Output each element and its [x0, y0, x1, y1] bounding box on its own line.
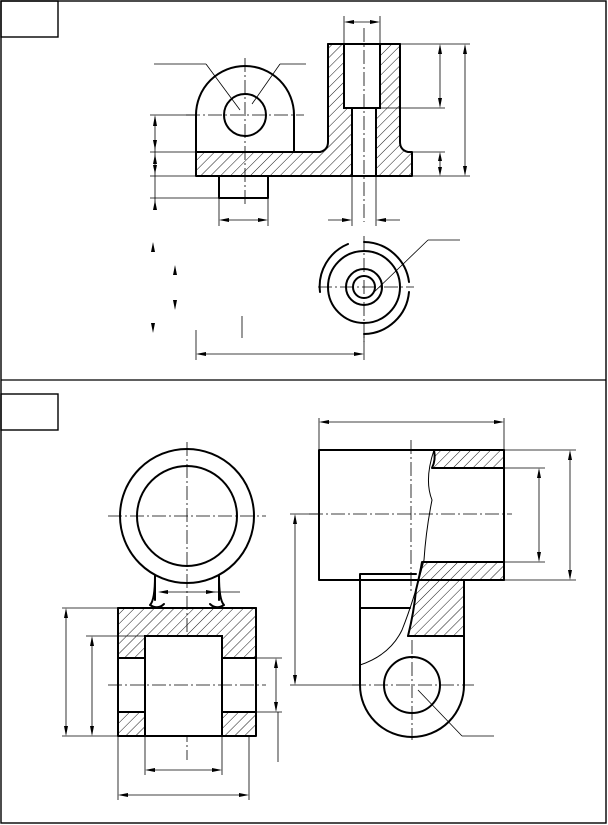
- upper-wall-section: [431, 449, 505, 469]
- lower-wall-section: [407, 561, 505, 637]
- figure-1-top-view: [151, 236, 460, 360]
- tick-marks: [151, 242, 243, 338]
- leader-line-4: [417, 689, 463, 737]
- bottom-boss: [218, 175, 269, 199]
- figure-2-left-view: [62, 442, 282, 800]
- figure-2-right-view: [290, 418, 576, 740]
- left-dimensions: [150, 114, 219, 210]
- top-view-bottom-dimension: [195, 330, 365, 360]
- problem-number-box-2: [0, 393, 59, 431]
- right-dimensions: [380, 43, 470, 177]
- left-view-bottom-dimensions: [117, 736, 250, 800]
- tube-bore: [343, 43, 381, 109]
- left-view-right-dimension: [256, 657, 282, 762]
- leader-line-2b: [251, 63, 281, 105]
- figure-1: [150, 16, 470, 360]
- leader-line-3: [369, 239, 429, 297]
- figure-2: [62, 418, 576, 800]
- tube-section-right: [375, 43, 413, 177]
- break-line: [359, 449, 435, 666]
- left-view-dimensions: [62, 607, 145, 737]
- leader-line-1b: [205, 63, 241, 111]
- figure-1-front-view: [150, 16, 470, 226]
- bottom-dimensions: [218, 176, 400, 226]
- upper-body: [318, 449, 505, 581]
- base-section: [195, 43, 353, 177]
- top-dimension: [343, 16, 381, 44]
- problem-number-box-1: [0, 0, 59, 38]
- partial-outer-arc: [363, 241, 410, 283]
